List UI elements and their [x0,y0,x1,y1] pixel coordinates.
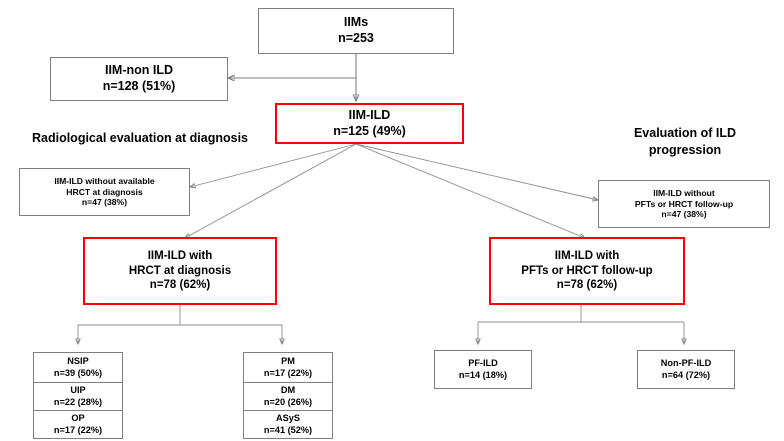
node-no-followup[interactable]: IIM-ILD without PFTs or HRCT follow-up n… [598,180,770,228]
node-subtype-dm[interactable]: DM n=20 (26%) [243,382,333,411]
node-with-followup-line1: IIM-ILD with [554,250,620,263]
node-with-followup[interactable]: IIM-ILD with PFTs or HRCT follow-up n=78… [489,237,685,305]
node-subtype-pm[interactable]: PM n=17 (22%) [243,352,333,383]
node-subtype-dm-value: n=20 (26%) [263,396,313,407]
label-ild-progression-line1: Evaluation of ILD [633,126,737,140]
label-ild-progression: Evaluation of ILD progression [600,125,770,159]
node-iim-non-ild-count: n=128 (51%) [102,79,176,93]
node-pf-ild-value: n=14 (18%) [458,369,508,380]
node-pattern-nsip-value: n=39 (50%) [53,367,103,378]
node-pattern-nsip[interactable]: NSIP n=39 (50%) [33,352,123,383]
node-subtype-pm-value: n=17 (22%) [263,367,313,378]
node-no-hrct-count: n=47 (38%) [81,197,128,208]
node-non-pf-ild[interactable]: Non-PF-ILD n=64 (72%) [637,350,735,389]
node-subtype-pm-label: PM [281,356,295,366]
node-pf-ild[interactable]: PF-ILD n=14 (18%) [434,350,532,389]
node-iims-title: IIMs [343,15,369,30]
node-subtype-asys-value: n=41 (52%) [263,424,313,435]
node-iims[interactable]: IIMs n=253 [258,8,454,54]
node-no-followup-count: n=47 (38%) [661,209,707,220]
node-iim-non-ild-title: IIM-non ILD [104,63,174,78]
node-subtype-dm-label: DM [280,385,296,395]
edge-ild-to-with-hrct [185,143,357,238]
node-with-hrct[interactable]: IIM-ILD with HRCT at diagnosis n=78 (62%… [83,237,277,305]
node-pattern-op[interactable]: OP n=17 (22%) [33,410,123,439]
node-iim-ild-title: IIM-ILD [348,107,391,122]
node-iim-ild[interactable]: IIM-ILD n=125 (49%) [275,103,464,144]
node-no-hrct-line1: IIM-ILD without available [54,175,155,186]
node-no-followup-line2: PFTs or HRCT follow-up [634,198,734,209]
node-no-hrct-line2: HRCT at diagnosis [66,186,143,197]
node-subtype-asys[interactable]: ASyS n=41 (52%) [243,410,333,439]
node-with-hrct-count: n=78 (62%) [149,279,211,292]
node-iims-count: n=253 [338,31,374,45]
edge-ild-to-no-hrct [190,143,357,187]
label-radiological-evaluation: Radiological evaluation at diagnosis [31,131,248,145]
label-ild-progression-line2: progression [648,142,722,157]
node-iim-ild-count: n=125 (49%) [333,123,406,138]
node-subtype-asys-label: ASyS [275,413,300,423]
edge-ild-to-with-followup [355,143,585,238]
node-no-followup-line1: IIM-ILD without [653,187,715,198]
node-non-pf-ild-label: Non-PF-ILD [660,358,712,368]
node-with-hrct-line2: HRCT at diagnosis [128,264,232,277]
node-with-followup-count: n=78 (62%) [556,279,618,292]
node-with-hrct-line1: IIM-ILD with [147,250,213,263]
node-iim-non-ild[interactable]: IIM-non ILD n=128 (51%) [50,57,228,101]
node-pf-ild-label: PF-ILD [468,358,498,368]
node-with-followup-line2: PFTs or HRCT follow-up [521,264,653,277]
node-no-hrct[interactable]: IIM-ILD without available HRCT at diagno… [19,168,190,216]
edge-ild-to-no-followup [355,143,598,200]
node-pattern-uip-label: UIP [70,385,86,395]
node-non-pf-ild-value: n=64 (72%) [661,369,711,380]
node-pattern-nsip-label: NSIP [67,356,89,366]
node-pattern-op-label: OP [71,413,85,423]
node-pattern-op-value: n=17 (22%) [53,424,103,435]
node-pattern-uip[interactable]: UIP n=22 (28%) [33,382,123,411]
node-pattern-uip-value: n=22 (28%) [53,396,103,407]
